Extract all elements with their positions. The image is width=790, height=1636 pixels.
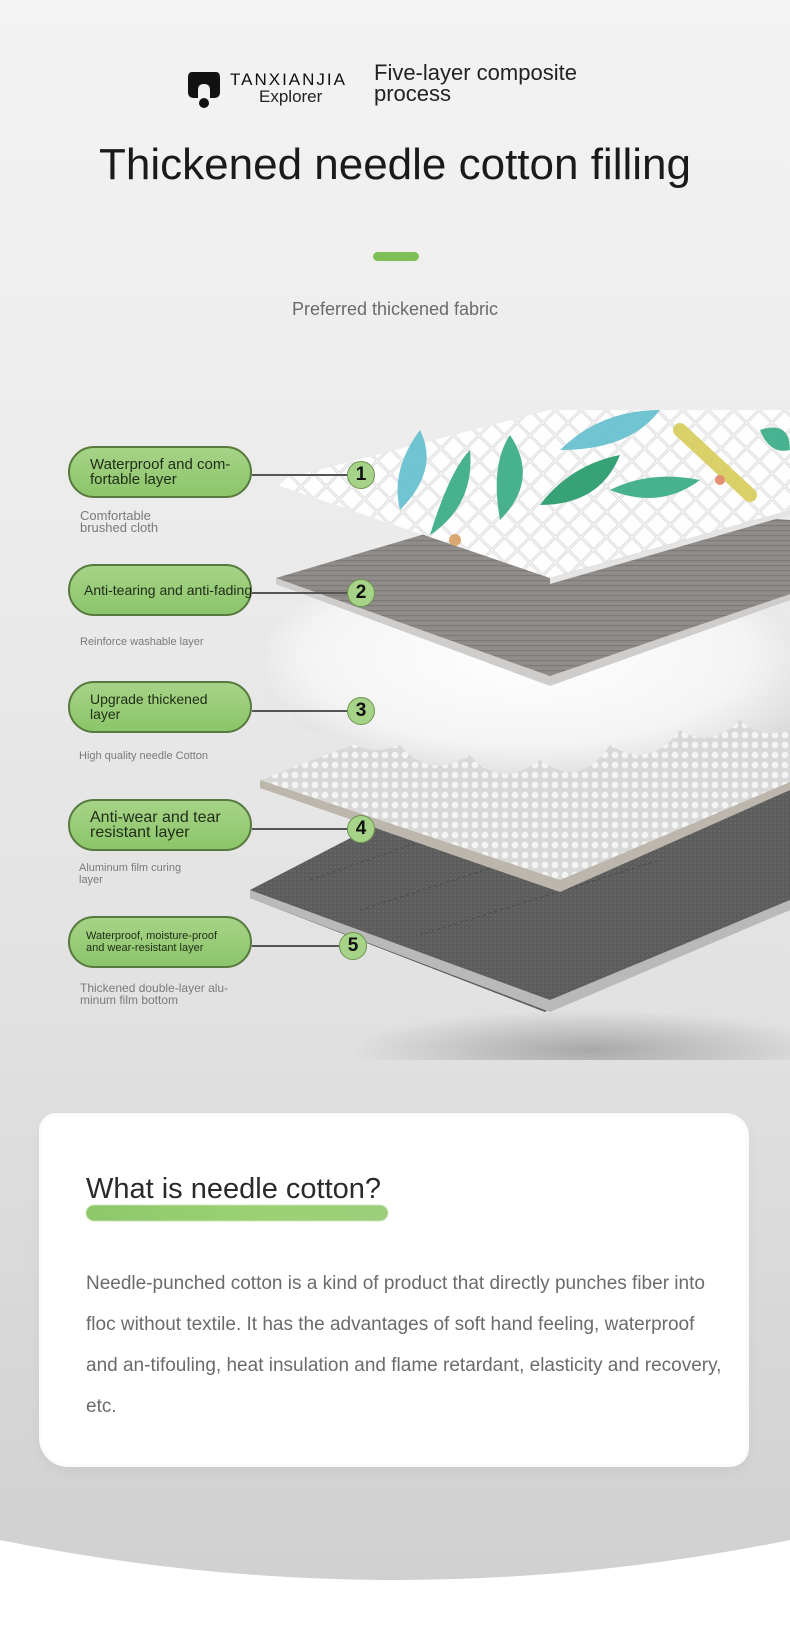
layer-1-connector xyxy=(252,474,350,476)
layer-4-label: Anti-wear and tear resistant layer xyxy=(68,799,252,851)
process-title: Five-layer composite process xyxy=(374,60,577,106)
bottom-curve-decoration xyxy=(0,1540,790,1636)
layer-1-label: Waterproof and com-fortable layer xyxy=(68,446,252,498)
layer-4-number: 4 xyxy=(347,815,375,843)
layer-5-label: Waterproof, moisture-proof and wear-resi… xyxy=(68,916,252,968)
page-title: Thickened needle cotton filling xyxy=(99,140,691,189)
brand-subtitle: Explorer xyxy=(259,87,323,106)
layer-3-description: High quality needle Cotton xyxy=(79,750,209,762)
info-card-body: Needle-punched cotton is a kind of produ… xyxy=(86,1273,722,1417)
layer-1-description: Comfortable brushed cloth xyxy=(80,508,159,535)
layer-4-label-text: Anti-wear and tear resistant layer xyxy=(90,809,221,841)
accent-divider xyxy=(373,252,419,261)
layer-3-number: 3 xyxy=(347,697,375,725)
layer-2-connector xyxy=(252,592,350,594)
layer-5-description: Thickened double-layer alu-minum film bo… xyxy=(80,981,229,1007)
layer-5-number: 5 xyxy=(339,932,367,960)
layer-2-label: Anti-tearing and anti-fading xyxy=(68,564,252,616)
info-card-title: What is needle cotton? xyxy=(86,1173,382,1205)
layer-5-connector xyxy=(252,945,342,947)
layer-4-connector xyxy=(252,828,350,830)
layer-2-description: Reinforce washable layer xyxy=(80,636,204,648)
layer-3-label: Upgrade thickened layer xyxy=(68,681,252,733)
layer-2-label-text: Anti-tearing and anti-fading xyxy=(84,581,253,598)
layer-1-number: 1 xyxy=(347,461,375,489)
preferred-fabric-text: Preferred thickened fabric xyxy=(291,299,499,319)
layer-2-number: 2 xyxy=(347,579,375,607)
title-highlight xyxy=(86,1205,388,1221)
five-layer-illustration xyxy=(250,410,790,1060)
tanxianjia-logo-icon xyxy=(188,72,220,108)
layer-3-label-text: Upgrade thickened layer xyxy=(90,691,208,722)
info-card xyxy=(42,1116,746,1464)
layer-3-connector xyxy=(252,710,350,712)
layer-5-label-text: Waterproof, moisture-proof and wear-resi… xyxy=(86,930,218,954)
layer-4-description: Aluminum film curing layer xyxy=(79,862,182,886)
brand-name: TANXIANJIA xyxy=(230,70,347,89)
layer-1-label-text: Waterproof and com-fortable layer xyxy=(90,456,231,488)
